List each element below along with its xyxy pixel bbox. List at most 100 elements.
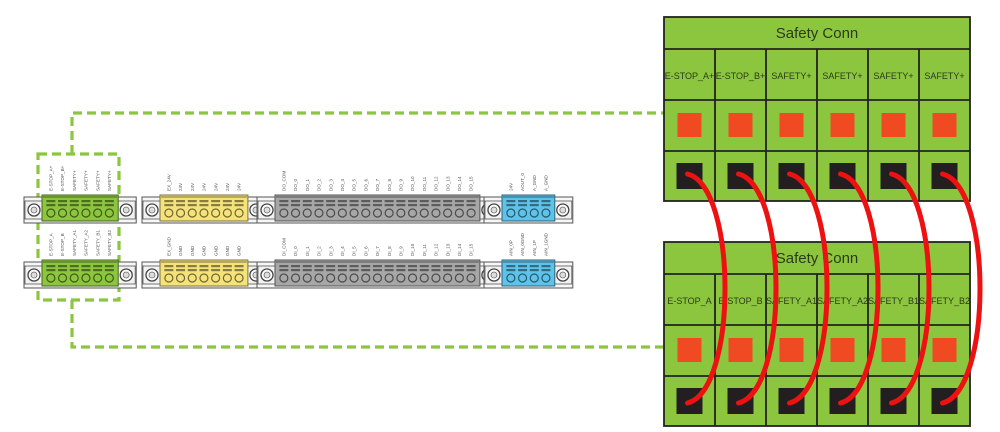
terminal-pin: DO_10 [407,176,418,218]
screw-terminal-icon [517,208,528,218]
pin-name: SAFETY+ [822,71,862,81]
connector-top-ridge [43,195,118,198]
screw-terminal-icon [454,273,464,283]
io-panel: E-STOP_A+E-STOP_B+SAFETY+SAFETY+SAFETY+S… [23,165,574,289]
pin-label: DI_12 [434,243,439,256]
pin-label: A_GND [532,174,537,191]
pin-label: DI_4 [340,246,345,256]
pin-slot [187,204,197,207]
pin-name: SAFETY+ [873,71,913,81]
pin-slot [349,204,359,207]
pin-slot [529,265,539,268]
terminal-pin: E-STOP_A+ [46,165,56,218]
terminal-pin: SAFETY+ [69,170,79,218]
screw-head [559,271,567,279]
pin-label: SAFETY+ [72,170,77,191]
pin-slot [408,200,418,203]
screw-terminal-icon [349,208,359,218]
screw-head [559,206,567,214]
terminal-pin: DI_7 [372,246,383,283]
screw-terminal-icon [175,208,186,218]
screw-terminal-icon [314,208,324,218]
pin-label: E-STOP_A+ [48,165,53,191]
pin-label: E-STOP_B [60,233,65,256]
screw-head [122,271,130,279]
pin-slot [506,269,516,272]
screw-terminal-icon [349,273,359,283]
pin-slot [454,200,464,203]
pin-label: AIN_0P [508,240,513,256]
terminal-pin: DO_8 [384,179,394,218]
screw-terminal-icon [361,273,371,283]
terminal-pin: AIN_0GND [517,232,528,283]
terminal-pin: E-STOP_A [46,232,56,283]
pin-name: SAFETY+ [924,71,964,81]
screw-terminal-icon [290,208,301,218]
pin-slot [187,200,197,203]
pin-slot [337,265,347,268]
pin-label: DO_1 [305,179,310,191]
terminal-pin: SAFETY+ [81,170,91,218]
safety-pin-column: E-STOP_A+ [665,71,714,189]
pin-slot [431,269,441,272]
pin-label: DI_2 [317,246,322,256]
pin-slot [396,269,406,272]
screw-terminal-icon [431,208,441,218]
pin-label: AOUT_0 [520,173,525,191]
pin-label: DI_9 [398,246,403,256]
pin-label: DO_12 [434,176,439,191]
screw-terminal-icon [211,273,221,283]
connector-top-ridge [161,260,247,263]
pin-slot [211,265,221,268]
terminal-pin: SAFETY_A2 [81,230,91,283]
pin-slot [431,204,441,207]
terminal-pin: EX_24V [164,173,174,218]
screw-terminal-icon [396,273,406,283]
terminal-pin: AIN_1GND [541,232,551,283]
status-led-icon [677,338,702,362]
pin-slot [454,269,464,272]
screw-terminal-icon [517,273,528,283]
pin-slot [454,204,464,207]
pin-slot [443,200,453,203]
terminal-pin: DO_14 [454,176,464,218]
pin-slot [326,200,336,203]
terminal-pin: DO_5 [349,179,359,218]
screw-terminal-icon [187,208,197,218]
status-led-icon [779,113,804,137]
pin-label: EX_24V [166,173,171,191]
pin-slot [234,204,244,207]
panel-row-top: E-STOP_A+E-STOP_B+SAFETY+SAFETY+SAFETY+S… [23,165,574,224]
jumper-wire [838,171,881,406]
screw-terminal-icon [419,273,429,283]
screw-terminal-icon [57,208,68,218]
screw-terminal-icon [187,273,197,283]
pin-slot [326,265,336,268]
pin-slot [349,265,359,268]
pin-slot [199,269,209,272]
pin-label: 24V [178,182,183,191]
screw-terminal-icon [326,208,336,218]
jumper-wire [940,171,983,406]
pin-label: DO_9 [398,179,403,191]
pin-slot [279,204,289,207]
terminal-pin: SAFETY+ [93,170,103,218]
terminal-pin: DI_0 [290,246,301,283]
pin-slot [361,265,371,268]
pin-label: DO_13 [445,176,450,191]
pin-slot [396,265,406,268]
terminal-pin: GND [199,245,209,283]
screw-terminal-icon [361,208,371,218]
pin-name: E-STOP_B [718,296,762,306]
pin-slot [314,204,324,207]
terminal-pin: DO_15 [466,176,476,218]
pin-slot [506,204,516,207]
terminal-block-safety: E-STOP_A+E-STOP_B+SAFETY+SAFETY+SAFETY+S… [23,165,137,224]
pin-slot [222,204,232,207]
terminal-pin: GND [234,245,244,283]
pin-slot [466,204,476,207]
pin-label: DO_7 [375,179,380,191]
pin-slot [291,265,301,268]
